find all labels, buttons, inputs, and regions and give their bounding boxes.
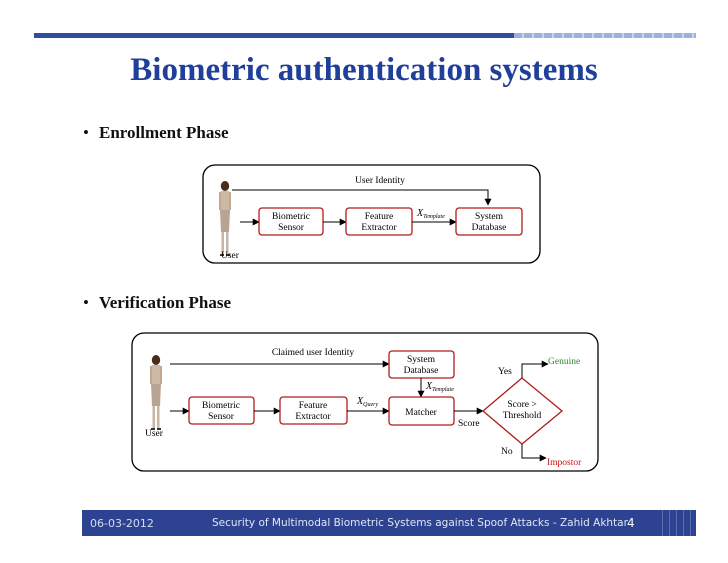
footer-date: 06-03-2012	[90, 517, 154, 530]
enrollment-identity-arrow	[232, 189, 492, 206]
enrollment-identity-label: User Identity	[355, 176, 405, 186]
verification-no-arrow	[521, 444, 547, 462]
verification-user-figure	[150, 355, 162, 430]
enrollment-template-var-sub: Template	[423, 214, 445, 220]
verification-query-var: XQuery	[356, 396, 378, 408]
footer-bar: 06-03-2012 Security of Multimodal Biomet…	[82, 510, 696, 536]
verification-query-var-x: X	[356, 396, 364, 407]
verification-template-var-x: X	[425, 381, 433, 392]
footer-page-number: 4	[627, 516, 635, 530]
top-accent-bar-dark	[34, 33, 514, 38]
verification-decision-line2: Threshold	[503, 411, 542, 421]
verification-frame	[131, 332, 599, 472]
verification-sensor-line2: Sensor	[208, 412, 235, 422]
verification-no-label: No	[501, 447, 513, 457]
verification-matcher-label: Matcher	[405, 408, 437, 418]
verification-extractor-line1: Feature	[299, 401, 328, 411]
verification-query-var-sub: Query	[363, 402, 378, 408]
verification-score-label: Score	[458, 419, 480, 429]
verification-genuine-label: Genuine	[548, 357, 580, 367]
verification-yes-label: Yes	[498, 367, 512, 377]
verification-decision-line1: Score >	[507, 400, 536, 410]
top-accent-bar	[34, 33, 696, 38]
verification-extractor-line2: Extractor	[295, 412, 331, 422]
verification-identity-label: Claimed user Identity	[272, 348, 355, 358]
enrollment-database-line1: System	[475, 212, 504, 222]
enrollment-database-line2: Database	[472, 223, 507, 233]
enrollment-sensor-line1: Biometric	[272, 212, 310, 222]
footer-text: Security of Multimodal Biometric Systems…	[212, 517, 628, 529]
verification-user-label: User	[145, 429, 164, 439]
bullet-glyph: •	[83, 293, 89, 312]
verification-template-var: XTemplate	[425, 381, 454, 393]
bullet-verification-text: Verification Phase	[99, 293, 232, 312]
enrollment-template-var: XTemplate	[416, 208, 445, 220]
top-accent-bar-light	[514, 33, 696, 38]
verification-template-var-sub: Template	[432, 387, 454, 393]
verification-sensor-line1: Biometric	[202, 401, 240, 411]
bullet-enrollment-text: Enrollment Phase	[99, 123, 229, 142]
bullet-verification: • Verification Phase	[83, 293, 231, 313]
enrollment-frame	[202, 164, 541, 264]
verification-database-line2: Database	[404, 366, 439, 376]
enrollment-database-box	[455, 207, 523, 236]
slide-title: Biometric authentication systems	[130, 52, 598, 88]
enrollment-template-var-x: X	[416, 208, 424, 219]
enrollment-user-figure	[219, 181, 231, 256]
enrollment-extractor-line1: Feature	[365, 212, 394, 222]
verification-impostor-label: Impostor	[547, 458, 582, 468]
verification-yes-arrow	[521, 360, 549, 378]
enrollment-sensor-line2: Sensor	[278, 223, 305, 233]
bullet-glyph: •	[83, 123, 89, 142]
enrollment-extractor-line2: Extractor	[361, 223, 397, 233]
footer-bar-tail	[656, 510, 696, 536]
enrollment-user-label: User	[221, 251, 240, 261]
verification-database-line1: System	[407, 355, 436, 365]
bullet-enrollment: • Enrollment Phase	[83, 123, 229, 143]
